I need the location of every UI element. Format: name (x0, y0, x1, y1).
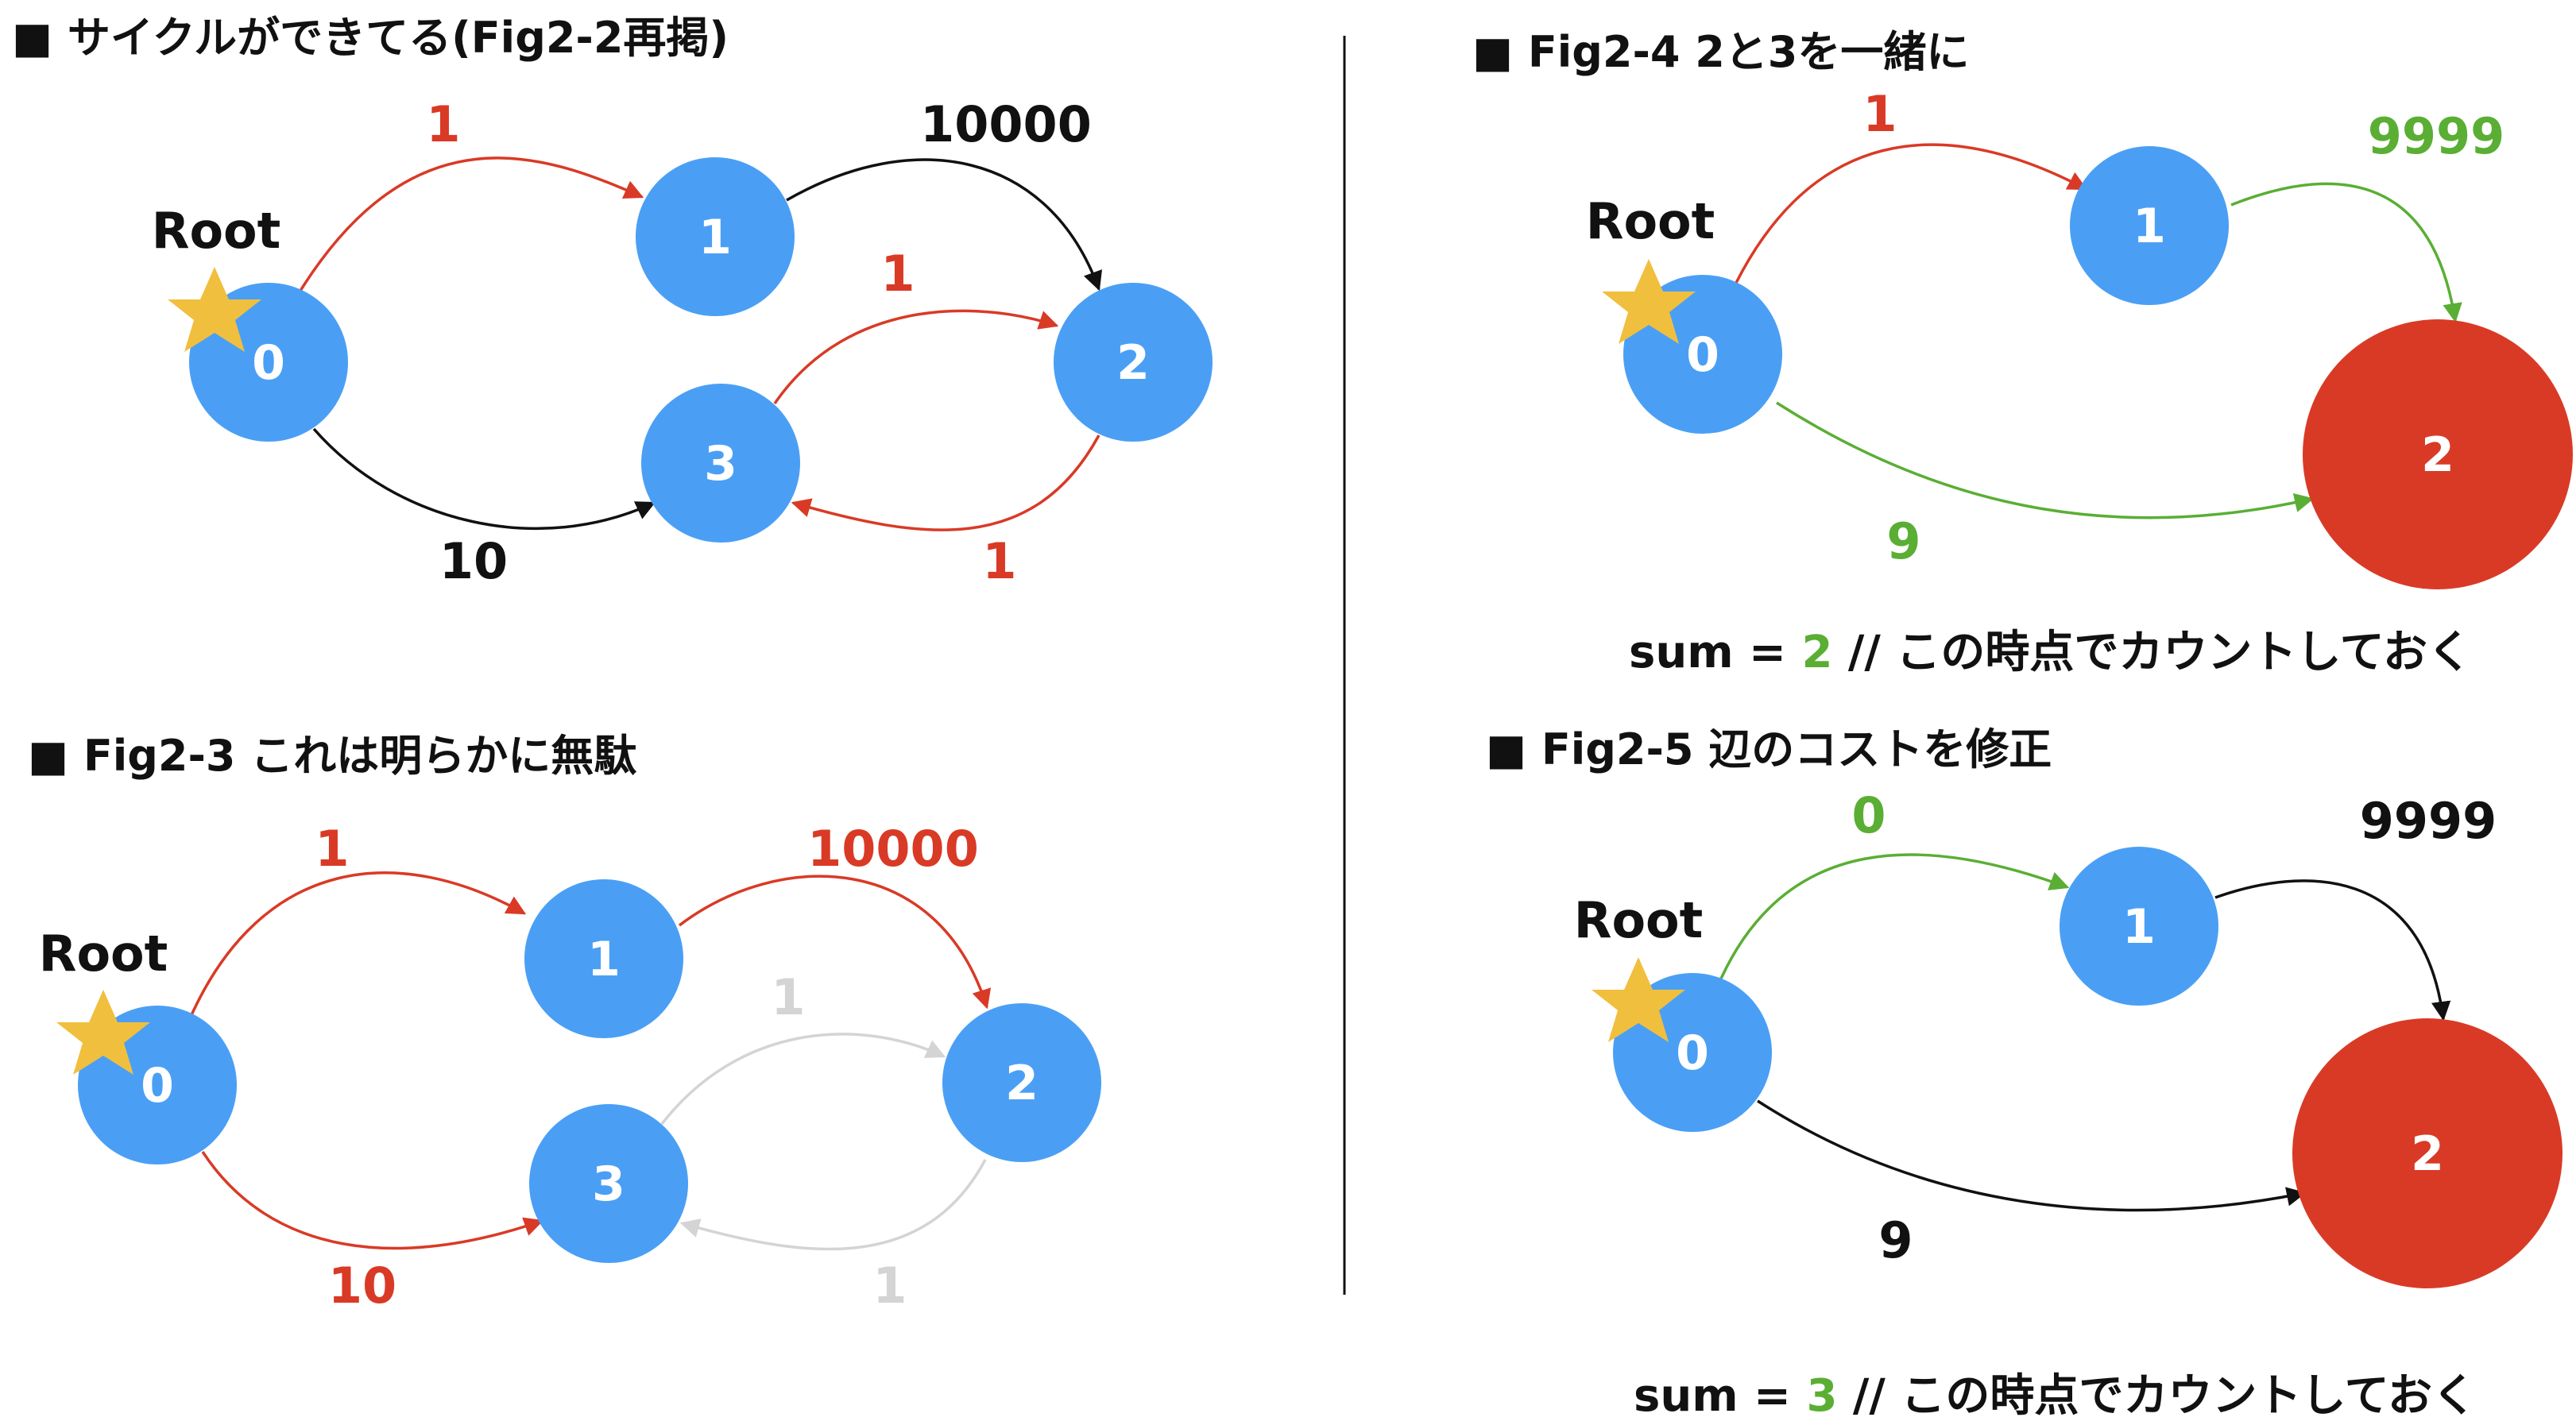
edge-weight: 9 (1878, 1211, 1913, 1269)
panel-fig2-3: ■ Fig2-3 これは明らかに無駄 1 10000 1 1 10 0 1 2 … (28, 731, 1101, 1315)
edge-weight: 1 (315, 820, 349, 878)
panel-fig2-5: ■ Fig2-5 辺のコストを修正 0 9999 9 0 1 2 Root su… (1486, 724, 2562, 1422)
graph-node: 2 (942, 1003, 1101, 1162)
edge-3-2 (773, 309, 1059, 404)
edge-weight: 9999 (2360, 792, 2497, 850)
star-icon (1592, 957, 1685, 1042)
svg-text:1: 1 (2133, 199, 2166, 254)
edge-0-2 (1757, 1099, 2307, 1212)
svg-text:0: 0 (141, 1058, 174, 1114)
edge-2-3 (679, 1159, 987, 1251)
svg-text:3: 3 (704, 436, 737, 492)
edge-1-2 (2214, 879, 2451, 1021)
root-label: Root (1586, 192, 1715, 250)
svg-text:3: 3 (592, 1157, 625, 1212)
panel-fig2-2: ■ サイクルができてる(Fig2-2再掲) 1 10000 1 1 10 0 1… (12, 13, 1213, 590)
edge-weight: 1 (872, 1257, 907, 1315)
graph-node: 1 (636, 157, 795, 316)
star-icon (1602, 259, 1696, 344)
edge-0-1 (1719, 853, 2070, 979)
panel-title: ■ サイクルができてる(Fig2-2再掲) (12, 13, 729, 63)
edge-0-1 (299, 156, 644, 292)
edge-weight: 10000 (920, 95, 1092, 153)
graph-node: 3 (529, 1104, 688, 1263)
edge-weight: 10 (328, 1257, 396, 1315)
panel-title: ■ Fig2-5 辺のコストを修正 (1486, 724, 2052, 774)
svg-text:0: 0 (1686, 327, 1719, 383)
edge-weight: 1 (1862, 85, 1897, 143)
edge-0-3 (201, 1151, 544, 1250)
graph-node-merged: 2 (2292, 1018, 2562, 1288)
panel-title: ■ Fig2-3 これは明らかに無駄 (28, 731, 636, 781)
edge-1-2 (678, 875, 992, 1010)
edge-weight: 0 (1851, 786, 1886, 844)
edge-0-3 (312, 427, 656, 530)
edge-weight: 1 (771, 968, 805, 1026)
edge-weight: 1 (426, 95, 460, 153)
root-label: Root (1574, 891, 1704, 949)
edge-0-2 (1776, 401, 2315, 519)
graph-node: 3 (641, 384, 800, 543)
panel-title: ■ Fig2-4 2と3を一緒に (1472, 27, 1969, 77)
edge-0-1 (189, 871, 527, 1018)
svg-text:2: 2 (1116, 335, 1150, 391)
edge-2-3 (791, 434, 1100, 531)
edge-weight: 1 (880, 245, 915, 303)
edge-weight: 9999 (2368, 107, 2505, 165)
svg-text:0: 0 (252, 335, 285, 391)
edge-weight: 1 (982, 532, 1016, 590)
edge-weight: 10 (439, 532, 508, 590)
star-icon (56, 990, 150, 1075)
sum-line: sum = 2 // この時点でカウントしておく (1629, 627, 2472, 678)
svg-text:0: 0 (1676, 1025, 1709, 1081)
graph-node: 1 (2060, 847, 2218, 1006)
root-label: Root (152, 202, 281, 260)
edge-1-2 (786, 158, 1102, 292)
svg-text:1: 1 (698, 210, 732, 265)
sum-line: sum = 3 // この時点でカウントしておく (1634, 1370, 2477, 1422)
graph-node: 1 (524, 879, 683, 1038)
svg-text:2: 2 (2421, 427, 2454, 483)
graph-node: 1 (2070, 146, 2229, 305)
svg-text:1: 1 (587, 932, 621, 987)
panel-fig2-4: ■ Fig2-4 2と3を一緒に 1 9999 9 0 1 2 Root sum… (1472, 27, 2573, 678)
root-label: Root (39, 925, 168, 983)
svg-text:2: 2 (1005, 1056, 1039, 1111)
edge-weight: 9 (1886, 512, 1920, 570)
edge-0-1 (1735, 143, 2088, 284)
svg-text:2: 2 (2411, 1126, 2444, 1182)
edge-weight: 10000 (807, 820, 979, 878)
star-icon (168, 267, 261, 352)
edge-1-2 (2230, 182, 2462, 323)
svg-text:1: 1 (2122, 899, 2156, 955)
graph-node: 2 (1054, 283, 1213, 442)
edge-3-2 (660, 1033, 946, 1126)
graph-node-merged: 2 (2303, 319, 2573, 589)
